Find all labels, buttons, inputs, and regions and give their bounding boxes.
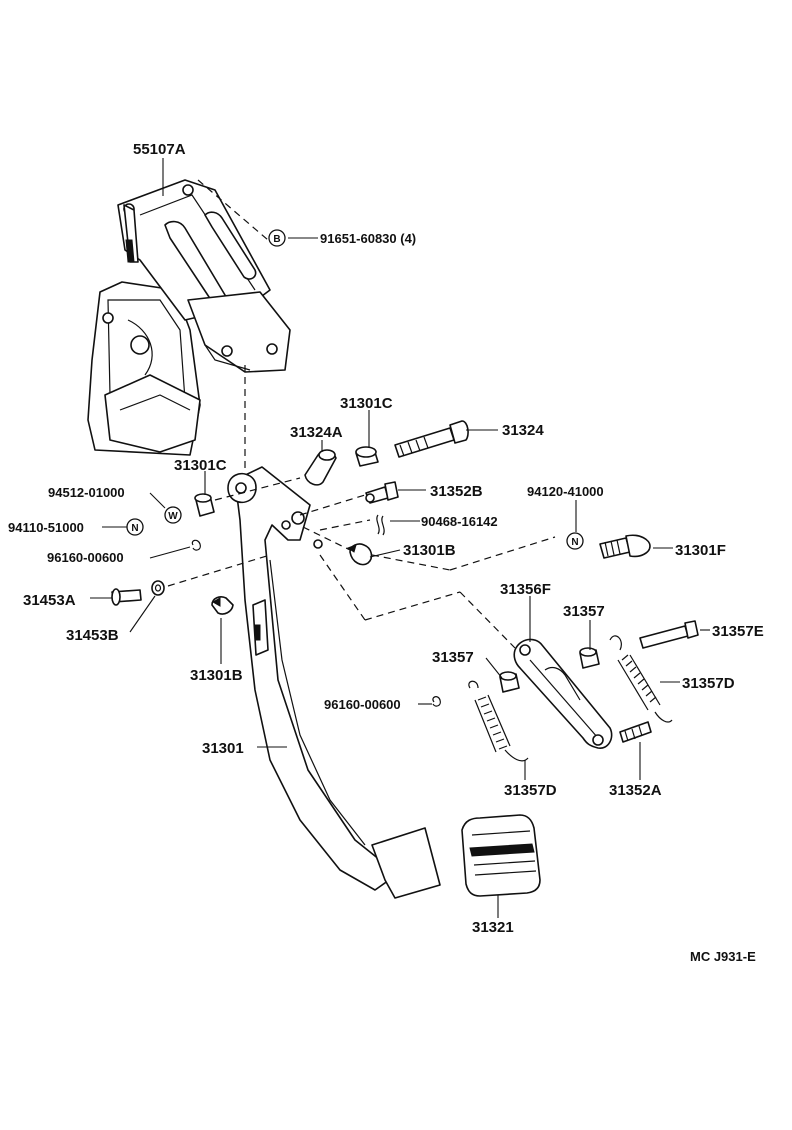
svg-text:N: N bbox=[571, 537, 578, 548]
label-31357d-bottom: 31357D bbox=[504, 782, 557, 799]
clutch-pedal-arm-31301 bbox=[227, 466, 441, 899]
symbol-w-icon: W bbox=[164, 506, 182, 524]
bushing-31301b-left bbox=[211, 596, 234, 615]
bolt-31352b bbox=[365, 481, 399, 504]
label-91651: 91651-60830 (4) bbox=[320, 231, 416, 246]
bushing-31301c-top bbox=[355, 446, 379, 467]
bushing-31301c-left bbox=[194, 493, 215, 517]
bushing-31324a bbox=[304, 449, 337, 486]
label-31357e: 31357E bbox=[712, 623, 764, 640]
label-31453a: 31453A bbox=[23, 592, 76, 609]
svg-text:W: W bbox=[168, 511, 178, 522]
washer-31453b bbox=[151, 580, 165, 596]
label-31301b-left: 31301B bbox=[190, 667, 243, 684]
label-96160-b: 96160-00600 bbox=[324, 697, 401, 712]
clip-90468 bbox=[376, 514, 385, 536]
pin-31453a bbox=[111, 588, 142, 606]
label-90468: 90468-16142 bbox=[421, 514, 498, 529]
bolt-31352a bbox=[619, 721, 652, 743]
clip-96160-left bbox=[191, 539, 201, 551]
label-94110: 94110-51000 bbox=[8, 520, 84, 535]
leader-lines bbox=[90, 158, 710, 918]
pedal-bracket-55107a bbox=[87, 179, 291, 456]
label-31357d-right: 31357D bbox=[682, 675, 735, 692]
label-94512: 94512-01000 bbox=[48, 485, 125, 500]
symbol-n-left-icon: N bbox=[126, 518, 144, 536]
label-31356f: 31356F bbox=[500, 581, 551, 598]
label-31301b-right: 31301B bbox=[403, 542, 456, 559]
pin-31301f bbox=[599, 534, 651, 559]
label-55107a: 55107A bbox=[133, 141, 186, 158]
label-94120: 94120-41000 bbox=[527, 484, 604, 499]
spring-31357d-left bbox=[468, 680, 529, 762]
assembly-lines bbox=[167, 179, 556, 649]
label-31321: 31321 bbox=[472, 919, 514, 936]
label-31324a: 31324A bbox=[290, 424, 343, 441]
clip-96160-right bbox=[432, 696, 441, 707]
label-31357-right: 31357 bbox=[563, 603, 605, 620]
pedal-pad-31321 bbox=[461, 814, 541, 897]
label-31301f: 31301F bbox=[675, 542, 726, 559]
diagram-code: MC J931-E bbox=[690, 949, 756, 964]
label-31324: 31324 bbox=[502, 422, 544, 439]
bushing-31357-left bbox=[499, 671, 520, 693]
label-31352a: 31352A bbox=[609, 782, 662, 799]
bolt-31324 bbox=[394, 420, 469, 458]
bushing-31357-right bbox=[579, 647, 600, 669]
label-31301c-left: 31301C bbox=[174, 457, 227, 474]
symbol-b-icon: B bbox=[268, 229, 286, 247]
lever-31356f bbox=[513, 638, 613, 749]
label-31357-left: 31357 bbox=[432, 649, 474, 666]
label-96160-a: 96160-00600 bbox=[47, 550, 124, 565]
spring-31357d-right bbox=[609, 635, 673, 723]
label-31301c-top: 31301C bbox=[340, 395, 393, 412]
label-31453b: 31453B bbox=[66, 627, 119, 644]
symbol-n-right-icon: N bbox=[566, 532, 584, 550]
svg-text:N: N bbox=[131, 523, 138, 534]
bolt-31357e bbox=[639, 620, 699, 649]
label-31301: 31301 bbox=[202, 740, 244, 757]
bushing-31301b-right bbox=[346, 543, 373, 566]
svg-text:B: B bbox=[273, 234, 280, 245]
label-31352b: 31352B bbox=[430, 483, 483, 500]
